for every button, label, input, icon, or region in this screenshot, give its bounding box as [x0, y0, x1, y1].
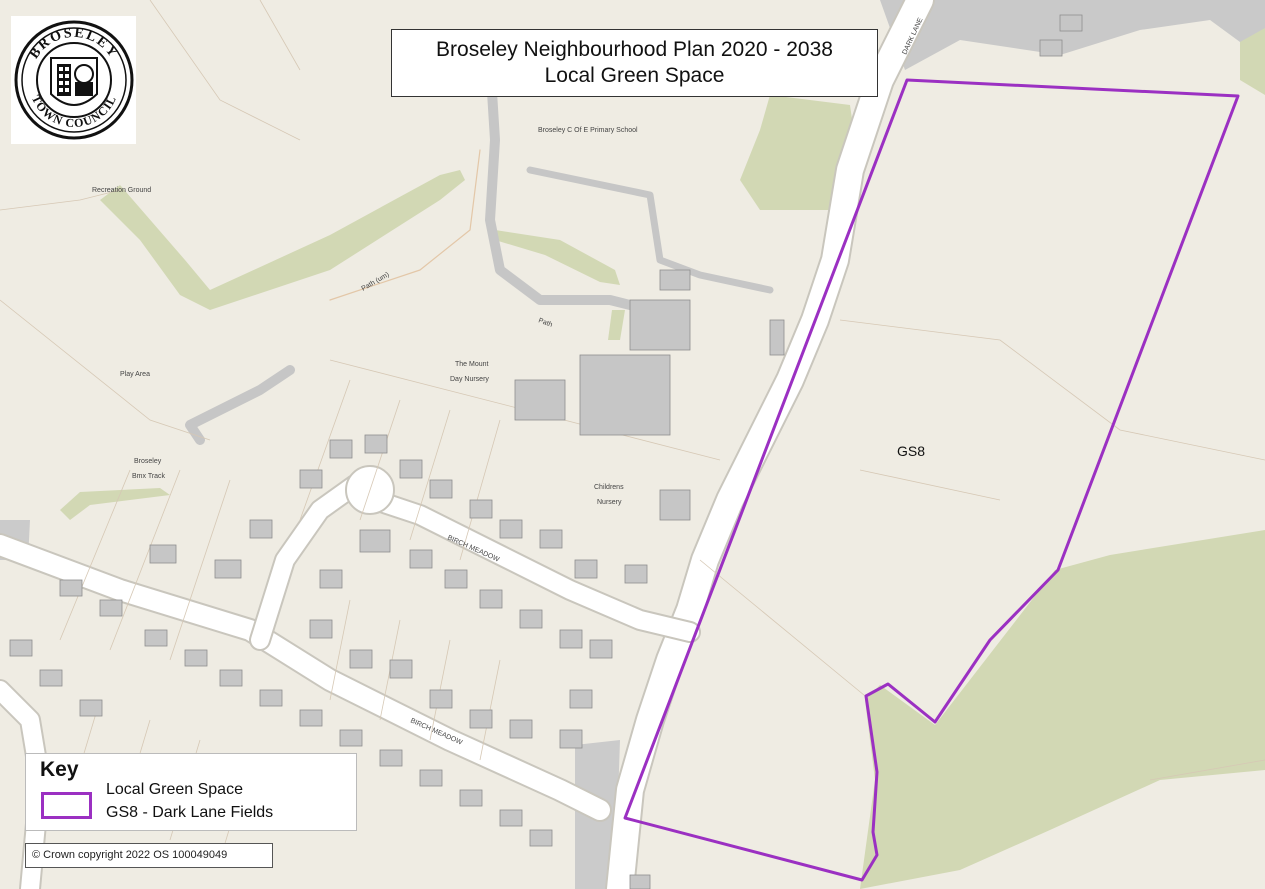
- building: [79, 699, 103, 717]
- key-entry-line2: GS8 - Dark Lane Fields: [106, 804, 274, 821]
- building: [339, 729, 363, 747]
- building: [39, 669, 63, 687]
- building: [329, 439, 353, 459]
- map-subtitle: Local Green Space: [544, 64, 725, 87]
- building: [499, 809, 523, 827]
- gs8-boundary[interactable]: [623, 78, 1240, 882]
- building: [299, 469, 323, 489]
- green-area: [608, 310, 625, 340]
- building: [559, 729, 583, 749]
- building: [359, 529, 391, 553]
- building: [184, 649, 208, 667]
- building: [469, 709, 493, 729]
- building: [659, 489, 691, 521]
- building: [219, 669, 243, 687]
- building: [389, 659, 413, 679]
- key-heading: Key: [40, 758, 79, 781]
- building: [629, 299, 691, 351]
- green-area: [740, 95, 855, 210]
- building: [559, 629, 583, 649]
- road-link[interactable]: [251, 476, 364, 649]
- building: [259, 689, 283, 707]
- building: [514, 379, 566, 421]
- building: [539, 529, 563, 549]
- building: [429, 689, 453, 709]
- building: [509, 719, 533, 739]
- building: [529, 829, 553, 847]
- building: [59, 579, 83, 597]
- label-path: Path: [537, 317, 553, 329]
- key-boundary-swatch: [41, 792, 92, 819]
- building: [1039, 39, 1063, 57]
- building: [479, 589, 503, 609]
- building: [499, 519, 523, 539]
- buildings: [9, 14, 1083, 889]
- building: [364, 434, 388, 454]
- map-key: Key Local Green Space GS8 - Dark Lane Fi…: [25, 753, 357, 831]
- key-entry-line1: Local Green Space: [106, 781, 243, 798]
- building: [9, 639, 33, 657]
- label-mount-line1: The Mount: [455, 361, 489, 368]
- building: [444, 569, 468, 589]
- label-mount-line2: Day Nursery: [450, 376, 489, 383]
- green-area: [860, 530, 1265, 889]
- building: [379, 749, 403, 767]
- council-seal-icon: BROSELEY TOWN COUNCIL: [14, 20, 134, 140]
- building: [299, 709, 323, 727]
- building: [624, 564, 648, 584]
- building: [214, 559, 242, 579]
- label-bmx-line2: Bmx Track: [132, 473, 166, 480]
- building: [574, 559, 598, 579]
- label-primary-school: Broseley C Of E Primary School: [538, 127, 638, 134]
- building: [149, 544, 177, 564]
- map-title: Broseley Neighbourhood Plan 2020 - 2038: [436, 38, 833, 61]
- building: [589, 639, 613, 659]
- building: [1059, 14, 1083, 32]
- building: [629, 874, 651, 889]
- building-school: [579, 354, 671, 436]
- road-birch-meadow-north[interactable]: [351, 486, 699, 641]
- label-play-area: Play Area: [120, 371, 150, 378]
- school-drive: [485, 55, 655, 315]
- building: [459, 789, 483, 807]
- building: [419, 769, 443, 787]
- school-path: [526, 166, 774, 294]
- label-recreation-ground: Recreation Ground: [92, 187, 151, 194]
- building: [569, 689, 593, 709]
- building: [409, 549, 433, 569]
- green-area: [495, 230, 620, 285]
- footpath: [329, 149, 481, 301]
- building: [319, 569, 343, 589]
- copyright-notice: © Crown copyright 2022 OS 100049049: [25, 843, 273, 868]
- building: [309, 619, 333, 639]
- green-area: [60, 488, 170, 520]
- road-west[interactable]: [0, 681, 49, 889]
- broseley-town-council-logo: BROSELEY TOWN COUNCIL: [11, 16, 136, 144]
- road-dark-lane[interactable]: [607, 0, 933, 889]
- green-area-recreation: [100, 170, 465, 310]
- building: [99, 599, 123, 617]
- building: [249, 519, 273, 539]
- bmx-track: [185, 365, 295, 445]
- building: [429, 479, 453, 499]
- building: [659, 269, 691, 291]
- road-birch-meadow-south[interactable]: [0, 535, 610, 820]
- building: [519, 609, 543, 629]
- building: [349, 649, 373, 669]
- building: [399, 459, 423, 479]
- building: [144, 629, 168, 647]
- building: [769, 319, 785, 356]
- building: [469, 499, 493, 519]
- yard-area: [880, 0, 1265, 70]
- label-bmx-line1: Broseley: [134, 458, 162, 465]
- label-childrens-line1: Childrens: [594, 484, 624, 491]
- label-childrens-line2: Nursery: [597, 499, 622, 506]
- map-title-box: Broseley Neighbourhood Plan 2020 - 2038 …: [391, 29, 878, 97]
- gs8-label: GS8: [897, 443, 925, 459]
